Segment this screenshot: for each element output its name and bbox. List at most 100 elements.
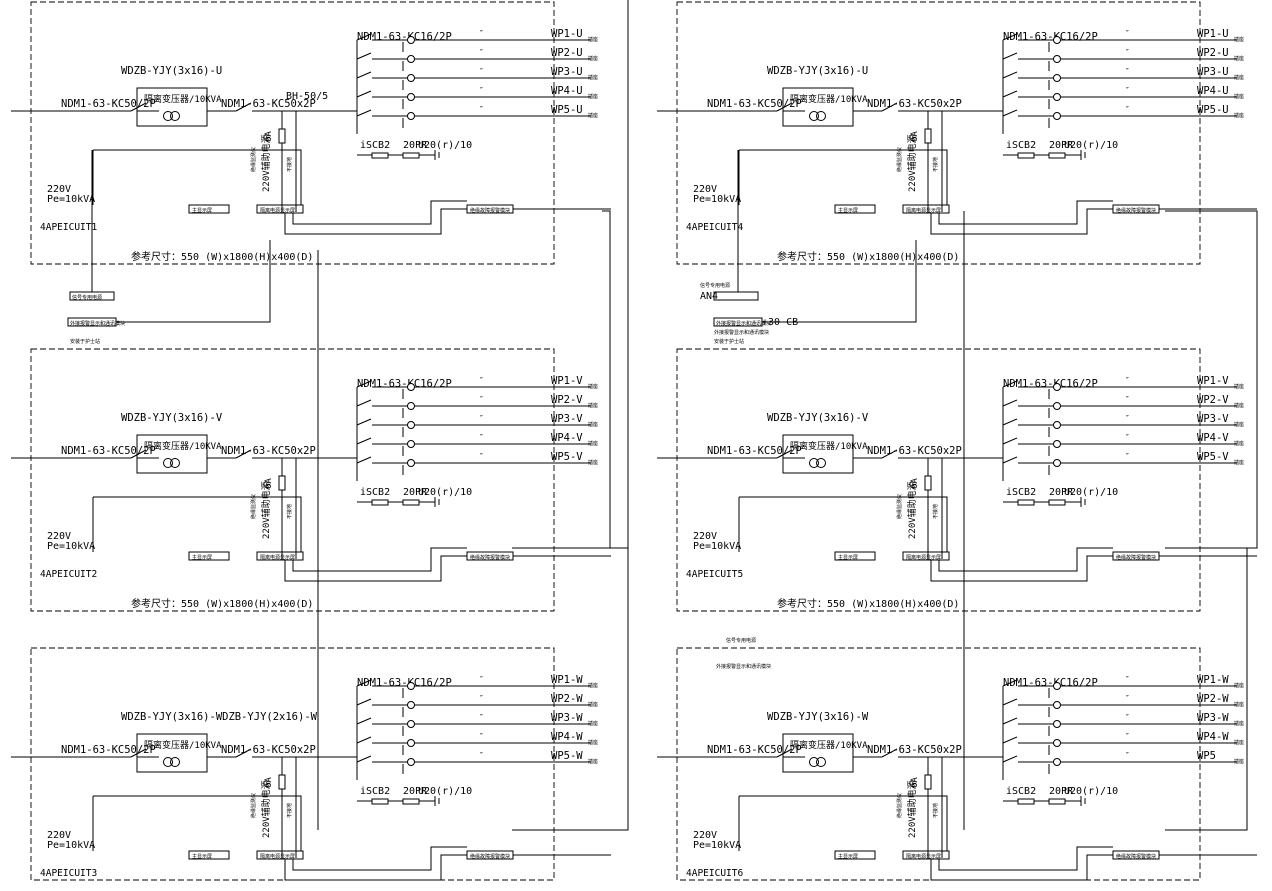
fuse-6a — [278, 774, 286, 790]
branch-breaker-contact — [356, 679, 372, 687]
fuse-label: 6A — [264, 478, 274, 489]
alarm-module-label: 绝缘故障报警模块 — [470, 853, 510, 860]
bus-wire — [292, 846, 467, 871]
branch-terminal-icon — [407, 701, 415, 709]
branch-terminal-icon — [407, 93, 415, 101]
outlet-note: 插座 — [588, 36, 598, 43]
interconnects — [317, 0, 1258, 831]
fuse-label: 6A — [910, 131, 920, 142]
branch-terminal-icon — [1053, 758, 1061, 766]
branch-breaker-contact — [1002, 456, 1018, 464]
outlet-note: 插座 — [588, 93, 598, 100]
voltage-label: 220V — [693, 830, 717, 841]
panel6-note-a: 信号专用电源 — [726, 637, 756, 644]
fuse-label: 6A — [264, 777, 274, 788]
signal-wire — [739, 149, 948, 205]
surge-module-label: U20(r)/10 — [1064, 140, 1118, 151]
transformer-label: 隔离变压器/10KVA — [144, 440, 222, 452]
alarm-module-label: 绝缘故障报警模块 — [470, 554, 510, 561]
incoming-breaker-contact — [130, 449, 147, 459]
outlet-label: WP3-W — [1197, 712, 1229, 724]
outlet-label: WP5-U — [551, 104, 583, 116]
branch-breaker-contact — [1002, 736, 1018, 744]
branch-breaker-contact — [356, 90, 372, 98]
cable-label: WDZB-YJY(3x16)-V — [121, 412, 223, 424]
outgoing-breaker-label: NDM1-63-KC50x2P — [867, 98, 962, 110]
outlet-note: 插座 — [588, 74, 598, 81]
alarm-comm-label: 外接报警显示和通讯模块 — [716, 320, 771, 327]
aux-supply-label: 220V辅助电源 — [906, 780, 918, 838]
bus-wire — [292, 200, 467, 225]
power-label: Pe=10kVA — [693, 541, 741, 552]
isolation-panel-label: 隔离电源显示屏 — [260, 207, 295, 214]
outlet-label: WP3-U — [1197, 66, 1229, 78]
ungrounded-note: 不接地 — [932, 157, 939, 172]
branch-mark: ″ — [479, 751, 484, 760]
spd-label: iSCB2 — [1006, 786, 1036, 797]
outlet-label: WP2-V — [551, 394, 583, 406]
branch-terminal-icon — [1053, 720, 1061, 728]
branch-breaker-contact — [356, 437, 372, 445]
incoming-breaker-contact — [776, 449, 793, 459]
panel-enclosure — [676, 647, 1201, 881]
outlet-label: WP2-U — [1197, 47, 1229, 59]
outlet-note: 插座 — [1234, 36, 1244, 43]
isolation-transformer — [136, 87, 208, 127]
branch-breaker-contact — [356, 33, 372, 41]
surge-symbol — [1048, 798, 1066, 805]
outlet-label: WP4-W — [1197, 731, 1229, 743]
outlet-label: WP4-U — [551, 85, 583, 97]
outgoing-breaker-label: NDM1-63-KC50x2P — [221, 445, 316, 457]
pe-label: 20PR — [1049, 140, 1074, 151]
transformer-coil-icon — [816, 757, 826, 767]
isolation-panel-box — [902, 551, 950, 561]
branch-terminal-icon — [1053, 112, 1061, 120]
isolation-panel-box — [902, 204, 950, 214]
pe-label: 20PR — [403, 487, 428, 498]
branch-breaker-contact — [356, 717, 372, 725]
cable-label: WDZB-YJY(3x16)-WDZB-YJY(2x16)-W — [121, 711, 318, 723]
transformer-coil-icon — [170, 111, 180, 121]
branch-terminal-icon — [407, 421, 415, 429]
bus-wire — [284, 555, 467, 582]
main-display-box — [188, 850, 230, 860]
outlet-note: 插座 — [1234, 682, 1244, 689]
aux-supply-label: 220V辅助电源 — [260, 780, 272, 838]
bus-wire — [938, 200, 1113, 225]
surge-module-label: U20(r)/10 — [418, 487, 472, 498]
install-note: 安装于护士站 — [714, 338, 744, 345]
ungrounded-note: 不接地 — [286, 157, 293, 172]
surge-module-label: U20(r)/10 — [418, 140, 472, 151]
spd-label: iSCB2 — [360, 786, 390, 797]
outlet-label: WP3-V — [551, 413, 583, 425]
branch-breaker-contact — [356, 71, 372, 79]
signal-power-label: 信号专用电源 — [700, 282, 730, 289]
bus-wire — [930, 555, 1113, 582]
fuse-symbol — [371, 152, 389, 159]
spd-label: iSCB2 — [360, 487, 390, 498]
enclosure-size: 参考尺寸：550 (W)x1800(H)x400(D) — [777, 597, 959, 610]
incoming-breaker-contact — [776, 102, 793, 112]
transformer-coil-icon — [163, 111, 173, 121]
branch-breaker-contact — [356, 380, 372, 388]
voltage-label: 220V — [693, 531, 717, 542]
fuse-6a — [924, 774, 932, 790]
alarm-module-label: 绝缘故障报警模块 — [470, 207, 510, 214]
signal-wire — [116, 240, 271, 323]
incoming-breaker-contact — [130, 748, 147, 758]
branch-breaker-label: NDM1-63-KC16/2P — [1003, 31, 1098, 43]
fuse-label: 6A — [264, 131, 274, 142]
outlet-note: 插座 — [588, 720, 598, 727]
branch-mark: ″ — [479, 67, 484, 76]
outlet-note: 插座 — [588, 421, 598, 428]
branch-terminal-icon — [407, 459, 415, 467]
incoming-breaker-contact — [130, 102, 147, 112]
branch-terminal-icon — [1053, 701, 1061, 709]
spd-label: iSCB2 — [360, 140, 390, 151]
branch-mark: ″ — [479, 48, 484, 57]
branch-mark: ″ — [1125, 48, 1130, 57]
enclosure-size: 参考尺寸：550 (W)x1800(H)x400(D) — [131, 250, 313, 263]
branch-breaker-contact — [356, 755, 372, 763]
outlet-label: WP4-V — [1197, 432, 1229, 444]
main-display-box — [188, 551, 230, 561]
